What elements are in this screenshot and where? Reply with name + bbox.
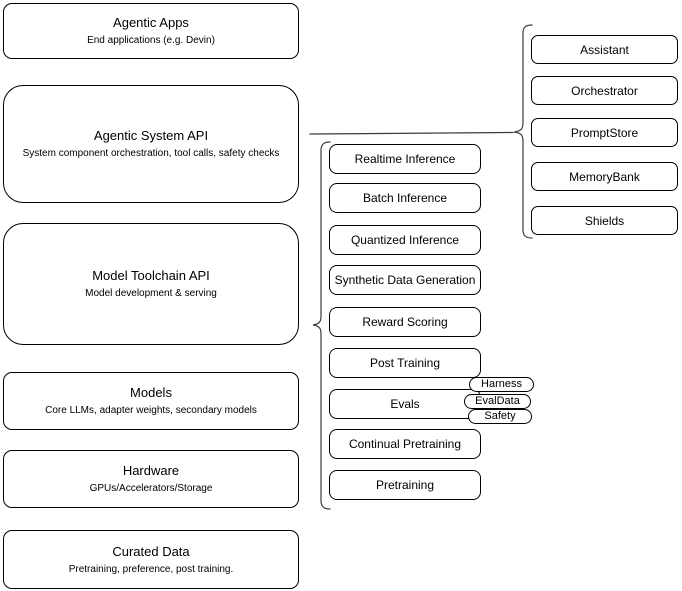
toolchain-item-batch-inference: Batch Inference bbox=[329, 183, 481, 213]
hardware-title: Hardware bbox=[122, 463, 180, 478]
agentic-apps-title: Agentic Apps bbox=[113, 15, 189, 30]
system-components-brace bbox=[513, 24, 533, 239]
agentic-apps-node: Agentic Apps End applications (e.g. Devi… bbox=[3, 3, 299, 59]
evals-tag-evaldata: EvalData bbox=[464, 394, 531, 409]
model-toolchain-api-title: Model Toolchain API bbox=[92, 268, 210, 283]
toolchain-item-realtime-inference: Realtime Inference bbox=[329, 144, 481, 174]
toolchain-item-evals: Evals bbox=[329, 389, 481, 419]
toolchain-item-pretraining: Pretraining bbox=[329, 470, 481, 500]
agentic-system-api-title: Agentic System API bbox=[93, 128, 209, 143]
toolchain-item-continual-pretraining: Continual Pretraining bbox=[329, 429, 481, 459]
component-orchestrator: Orchestrator bbox=[531, 76, 678, 105]
toolchain-item-quantized-inference: Quantized Inference bbox=[329, 225, 481, 255]
toolchain-item-post-training: Post Training bbox=[329, 348, 481, 378]
evals-tag-safety: Safety bbox=[468, 409, 532, 424]
component-promptstore: PromptStore bbox=[531, 118, 678, 147]
models-node: Models Core LLMs, adapter weights, secon… bbox=[3, 372, 299, 430]
models-title: Models bbox=[130, 385, 172, 400]
model-toolchain-api-node: Model Toolchain API Model development & … bbox=[3, 223, 299, 345]
curated-data-subtitle: Pretraining, preference, post training. bbox=[68, 563, 234, 575]
system-api-to-components-connector bbox=[309, 131, 514, 135]
component-memorybank: MemoryBank bbox=[531, 162, 678, 191]
model-toolchain-api-subtitle: Model development & serving bbox=[85, 288, 217, 299]
curated-data-title: Curated Data bbox=[112, 543, 190, 559]
component-assistant: Assistant bbox=[531, 35, 678, 64]
agentic-system-api-node: Agentic System API System component orch… bbox=[3, 85, 299, 203]
evals-tag-harness: Harness bbox=[469, 377, 534, 392]
component-shields: Shields bbox=[531, 206, 678, 235]
toolchain-item-synthetic-data-generation: Synthetic Data Generation bbox=[329, 265, 481, 295]
curated-data-node: Curated Data Pretraining, preference, po… bbox=[3, 530, 299, 589]
models-subtitle: Core LLMs, adapter weights, secondary mo… bbox=[45, 405, 257, 416]
toolchain-brace bbox=[312, 141, 331, 510]
agentic-system-api-subtitle: System component orchestration, tool cal… bbox=[22, 148, 280, 159]
agentic-apps-subtitle: End applications (e.g. Devin) bbox=[87, 35, 215, 46]
toolchain-item-reward-scoring: Reward Scoring bbox=[329, 307, 481, 337]
hardware-node: Hardware GPUs/Accelerators/Storage bbox=[3, 450, 299, 508]
hardware-subtitle: GPUs/Accelerators/Storage bbox=[89, 483, 213, 494]
